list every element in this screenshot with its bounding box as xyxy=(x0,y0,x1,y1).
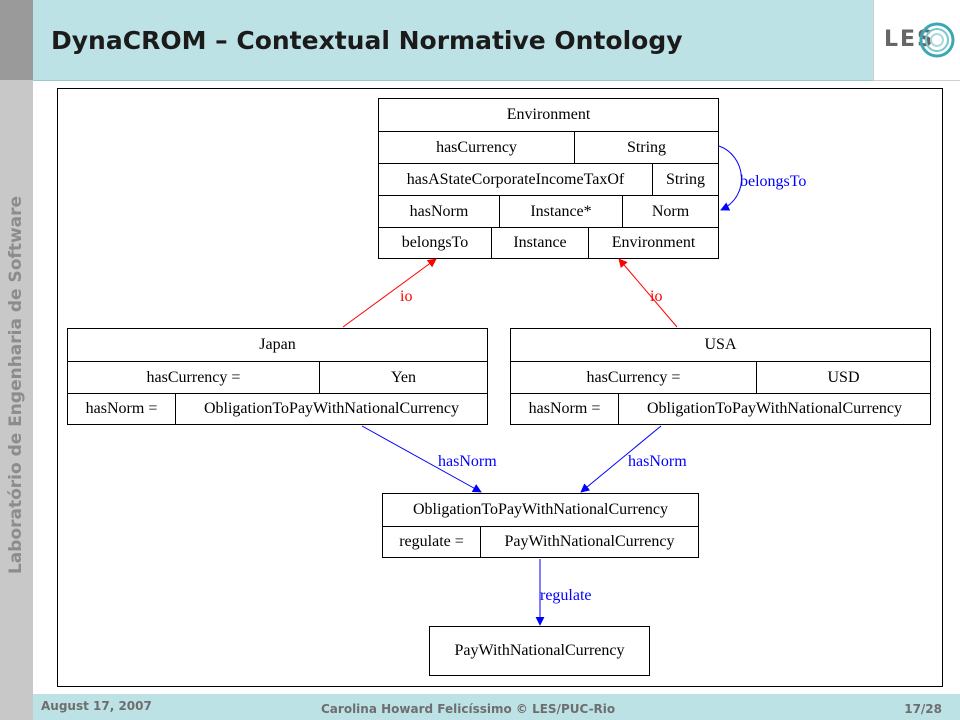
slot-row: regulate = PayWithNationalCurrency xyxy=(383,526,698,557)
attribute-row: belongsTo Instance Environment xyxy=(379,227,718,258)
attribute-cardinality: Instance* xyxy=(499,196,622,227)
attribute-type: String xyxy=(574,132,718,163)
instance-name: Japan xyxy=(259,336,296,353)
belongsto-label: belongsTo xyxy=(740,173,806,190)
instance-header-row: USA xyxy=(511,329,930,361)
attribute-name: hasCurrency xyxy=(436,138,517,156)
slot-row: hasNorm = ObligationToPayWithNationalCur… xyxy=(511,393,930,424)
hasnorm-japan-label: hasNorm xyxy=(438,453,497,470)
slot-name: regulate = xyxy=(399,533,464,550)
attribute-name: hasNorm xyxy=(409,202,469,220)
slot-name: hasNorm = xyxy=(85,400,158,417)
slot-value: ObligationToPayWithNationalCurrency xyxy=(175,394,487,424)
slide-header: DynaCROM – Contextual Normative Ontology xyxy=(33,0,873,81)
slot-value: Yen xyxy=(319,362,487,393)
io-usa-edge xyxy=(618,258,678,328)
environment-class: Environment hasCurrency String hasAState… xyxy=(378,98,719,259)
instance-header-row: Japan xyxy=(68,329,487,361)
slot-row: hasCurrency = USD xyxy=(511,361,930,393)
slot-row: hasNorm = ObligationToPayWithNationalCur… xyxy=(68,393,487,424)
hasnorm-usa-label: hasNorm xyxy=(628,453,687,470)
io-usa-label: io xyxy=(650,288,662,305)
attribute-type: Norm xyxy=(622,196,718,227)
usa-instance: USA hasCurrency = USD hasNorm = Obligati… xyxy=(510,328,931,425)
attribute-name: hasAStateCorporateIncomeTaxOf xyxy=(406,170,625,188)
footer-date: August 17, 2007 xyxy=(41,699,152,713)
class-name: Environment xyxy=(506,106,591,123)
attribute-type: Environment xyxy=(588,228,718,258)
les-logo: LES xyxy=(873,0,960,81)
class-header-row: Environment xyxy=(379,99,718,131)
slide-title: DynaCROM – Contextual Normative Ontology xyxy=(51,26,683,55)
slot-value: ObligationToPayWithNationalCurrency xyxy=(618,394,930,424)
instance-header-row: PayWithNationalCurrency xyxy=(430,627,649,675)
attribute-type: String xyxy=(652,164,718,195)
slot-value: USD xyxy=(756,362,930,393)
slide-footer: August 17, 2007 Carolina Howard Felicíss… xyxy=(33,694,960,720)
attribute-cardinality: Instance xyxy=(491,228,588,258)
io-japan-edge xyxy=(342,258,437,328)
instance-name: PayWithNationalCurrency xyxy=(454,642,625,659)
attribute-row: hasCurrency String xyxy=(379,131,718,163)
footer-page-number: 17/28 xyxy=(904,702,942,716)
slot-name: hasNorm = xyxy=(528,400,601,417)
footer-author: Carolina Howard Felicíssimo © LES/PUC-Ri… xyxy=(321,702,616,716)
japan-instance: Japan hasCurrency = Yen hasNorm = Obliga… xyxy=(67,328,488,425)
instance-name: USA xyxy=(704,336,737,353)
attribute-row: hasAStateCorporateIncomeTaxOf String xyxy=(379,163,718,195)
hasnorm-usa-edge xyxy=(580,425,662,493)
swirl-icon xyxy=(919,22,955,58)
hasnorm-japan-edge xyxy=(361,425,482,493)
slot-value: PayWithNationalCurrency xyxy=(480,527,698,557)
pay-instance: PayWithNationalCurrency xyxy=(429,626,650,676)
slot-row: hasCurrency = Yen xyxy=(68,361,487,393)
io-japan-label: io xyxy=(400,288,412,305)
attribute-name: belongsTo xyxy=(401,234,469,251)
instance-name: ObligationToPayWithNationalCurrency xyxy=(412,501,669,518)
obligation-instance: ObligationToPayWithNationalCurrency regu… xyxy=(382,493,699,558)
belongsto-self-edge xyxy=(718,145,743,211)
slot-name: hasCurrency = xyxy=(586,368,681,386)
slot-name: hasCurrency = xyxy=(146,368,241,386)
instance-header-row: ObligationToPayWithNationalCurrency xyxy=(383,494,698,526)
regulate-label: regulate xyxy=(540,587,592,604)
attribute-row: hasNorm Instance* Norm xyxy=(379,195,718,227)
sidebar-top-block xyxy=(0,0,33,80)
sidebar: Laboratório de Engenharia de Software xyxy=(0,0,33,720)
